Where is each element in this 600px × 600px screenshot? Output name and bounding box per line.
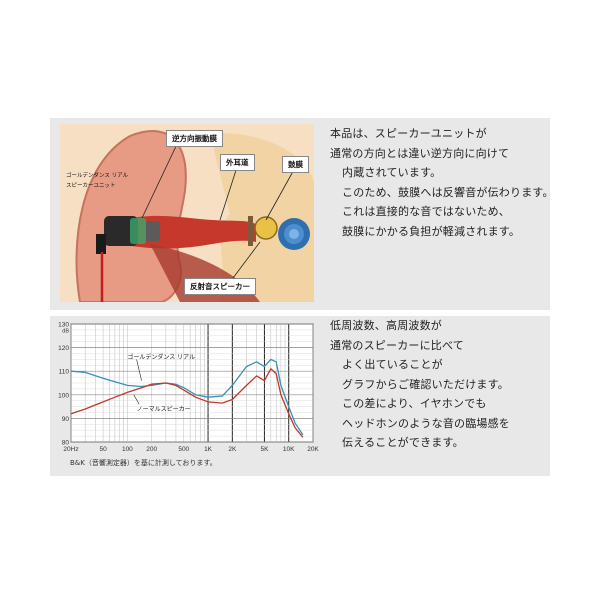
x-tick-label: 200 (146, 446, 157, 453)
chart-caption: B&K（音響測定器）を基に計測しております。 (70, 459, 217, 467)
label-reverse-vibration-membrane: 逆方向振動膜 (166, 130, 223, 147)
x-tick-label: 100 (122, 446, 133, 453)
paragraph1-line: このため、鼓膜へは反響音が伝わります。 (342, 185, 554, 199)
label-eardrum: 鼓膜 (282, 156, 309, 173)
x-tick-label: 50 (99, 446, 107, 453)
label-reflective-speaker: 反射音スピーカー (184, 278, 256, 295)
label-golden-dance-real: ゴールデンダンス リアル (66, 173, 129, 179)
series-label-golden-dance-real: ゴールデンダンス リアル (127, 353, 195, 361)
x-tick-label: 20Hz (63, 446, 78, 453)
earphone-unit (96, 216, 160, 254)
series-label-normal-speaker: ノーマルスピーカー (137, 406, 191, 413)
annotation-leader-line (136, 359, 142, 381)
y-tick-label: 90 (62, 416, 70, 423)
y-tick-label: 80 (62, 440, 70, 447)
paragraph2-line: よく出ていることが (342, 358, 443, 371)
label-outer-ear-canal: 外耳道 (220, 154, 255, 171)
series-line-normal-speaker (70, 367, 304, 438)
series-line-golden-dance-real (70, 358, 304, 436)
paragraph2-line: この差により、イヤホンでも (342, 397, 487, 410)
paragraph2-line: 通常のスピーカーに比べて (330, 338, 464, 352)
paragraph1-line: 内蔵されています。 (342, 166, 442, 179)
x-tick-label: 1K (204, 446, 213, 453)
paragraph1-line: 鼓膜にかかる負担が軽減されます。 (342, 224, 521, 238)
y-axis-unit-label: dB (62, 328, 69, 334)
y-tick-label: 100 (58, 392, 69, 399)
paragraph1-line: 通常の方向とは違い逆方向に向けて (330, 146, 510, 160)
description-paragraph-2: 低周波数、高周波数が 通常のスピーカーに比べて よく出ていることが グラフからご… (330, 316, 510, 453)
paragraph2-line: 低周波数、高周波数が (330, 319, 442, 332)
ossicles-shape (254, 216, 278, 240)
eardrum-shape (248, 216, 253, 246)
annotation-leader-line (133, 394, 140, 405)
y-tick-label: 120 (58, 345, 69, 352)
paragraph2-line: グラフからご確認いただけます。 (342, 377, 509, 391)
y-tick-label: 110 (59, 369, 70, 376)
y-tick-label: 130 (58, 322, 69, 329)
x-tick-label: 10K (283, 446, 295, 453)
paragraph1-line: これは直接的な音ではないため、 (342, 205, 510, 218)
x-tick-label: 20K (307, 446, 319, 453)
paragraph2-line: 伝えることができます。 (342, 436, 464, 449)
label-speaker-unit: スピーカーユニット (66, 183, 116, 189)
paragraph1-line: 本品は、スピーカーユニットが (330, 127, 487, 140)
x-tick-label: 5K (260, 446, 269, 453)
x-tick-label: 2K (228, 446, 237, 453)
x-tick-label: 500 (178, 446, 189, 453)
description-paragraph-1: 本品は、スピーカーユニットが 通常の方向とは違い逆方向に向けて 内蔵されています… (330, 124, 554, 241)
ear-cross-section-diagram: 逆方向振動膜 外耳道 鼓膜 ゴールデンダンス リアル スピーカーユニット 反射音… (60, 124, 314, 302)
paragraph2-line: ヘッドホンのような音の臨場感を (342, 416, 510, 430)
